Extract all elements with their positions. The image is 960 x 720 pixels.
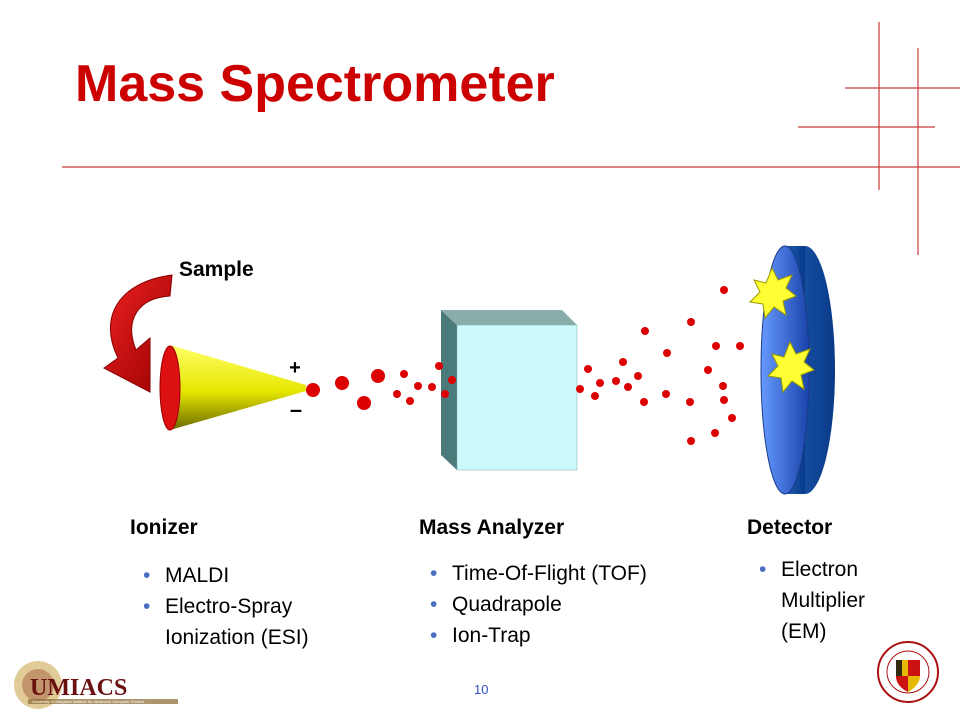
minus-electrode: – [290, 397, 302, 422]
ion-particle [406, 397, 414, 405]
ion-particle [634, 372, 642, 380]
ion-particle [704, 366, 712, 374]
ionizer-list: MALDI Electro-Spray Ionization (ESI) [141, 560, 309, 653]
list-item: Time-Of-Flight (TOF) [428, 558, 647, 589]
ion-particle [663, 349, 671, 357]
university-seal-logo [877, 641, 939, 703]
ion-particle [371, 369, 385, 383]
ion-stream [335, 286, 744, 445]
list-item: Multiplier [781, 589, 866, 612]
ion-particle [719, 382, 727, 390]
umiacs-logo: UMIACS University of Maryland Institute … [14, 661, 178, 709]
decorative-rules [62, 22, 960, 255]
ion-particle [720, 396, 728, 404]
detector-heading: Detector [747, 516, 833, 539]
list-item: Quadrapole [428, 589, 647, 620]
ion-particle [400, 370, 408, 378]
detection-burst-icon [766, 340, 815, 394]
ion-particle [441, 390, 449, 398]
ion-particle [435, 362, 443, 370]
ionizer-heading: Ionizer [130, 516, 198, 539]
analyzer-list: Time-Of-Flight (TOF) Quadrapole Ion-Trap [428, 558, 647, 651]
plus-electrode: + [289, 357, 301, 379]
ionizer-cone [159, 345, 320, 431]
mass-analyzer-box [441, 310, 578, 471]
ion-particle [335, 376, 349, 390]
sample-arrow [103, 274, 173, 393]
ion-particle [712, 342, 720, 350]
ion-particle [357, 396, 371, 410]
ion-particle [624, 383, 632, 391]
ion-particle [584, 365, 592, 373]
ion-particle [612, 377, 620, 385]
list-item: Electro-Spray [141, 591, 309, 622]
ionizer-tip [306, 383, 320, 397]
list-item: (EM) [781, 620, 827, 643]
analyzer-heading: Mass Analyzer [419, 516, 565, 539]
ionizer-opening [159, 345, 181, 431]
sample-label: Sample [179, 258, 254, 281]
ion-particle [619, 358, 627, 366]
ion-particle [728, 414, 736, 422]
ion-particle [591, 392, 599, 400]
ion-particle [641, 327, 649, 335]
ion-particle [662, 390, 670, 398]
ion-particle [428, 383, 436, 391]
ion-particle [720, 286, 728, 294]
ion-particle [414, 382, 422, 390]
ion-particle [736, 342, 744, 350]
ion-particle [596, 379, 604, 387]
list-item: MALDI [141, 560, 309, 591]
page-number: 10 [474, 682, 489, 697]
ion-particle [448, 376, 456, 384]
ion-particle [393, 390, 401, 398]
slide-title: Mass Spectrometer [75, 55, 555, 113]
ion-particle [687, 437, 695, 445]
ion-particle [686, 398, 694, 406]
umiacs-logo-subtext: University of Maryland Institute for Adv… [32, 699, 144, 704]
list-item: Ion-Trap [428, 620, 647, 651]
ion-particle [640, 398, 648, 406]
detector-list: Electron Multiplier (EM) [757, 554, 865, 647]
list-item: Electron [757, 554, 865, 585]
ion-particle [711, 429, 719, 437]
umiacs-logo-text: UMIACS [30, 675, 127, 701]
ion-particle [687, 318, 695, 326]
ion-particle [576, 385, 584, 393]
list-item: Ionization (ESI) [165, 626, 309, 649]
detection-burst-icon [748, 266, 797, 320]
